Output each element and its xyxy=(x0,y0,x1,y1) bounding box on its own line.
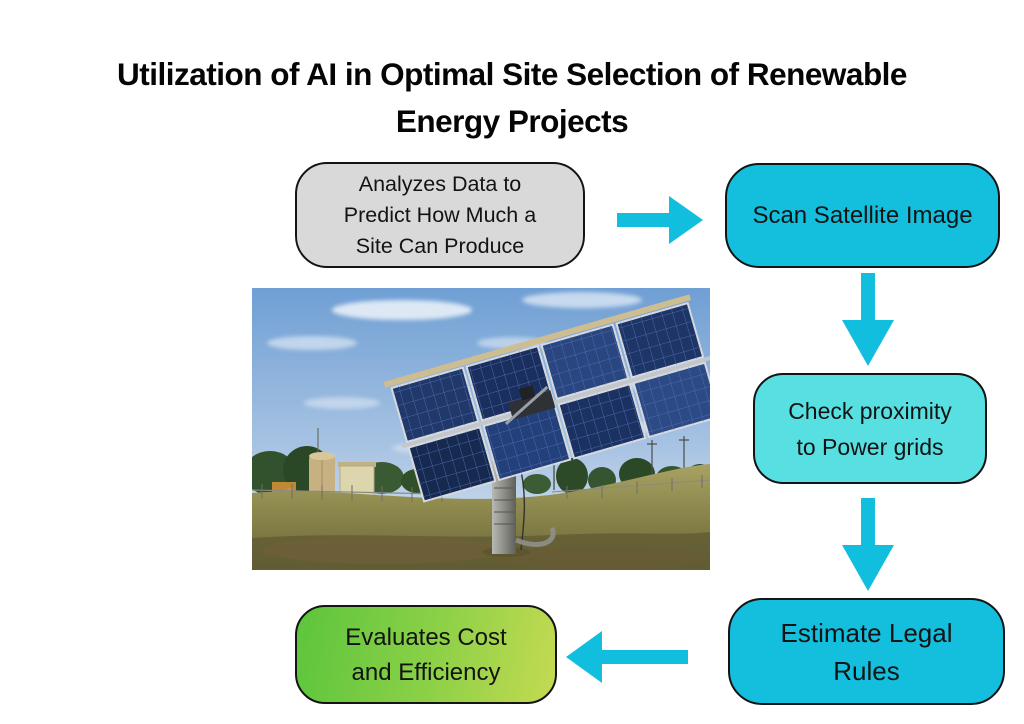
arrow-right-head xyxy=(669,196,703,244)
page-title: Utilization of AI in Optimal Site Select… xyxy=(0,51,1024,145)
arrow-down-icon-1 xyxy=(842,273,894,366)
node-estimate-legal-rules-line-2: Rules xyxy=(833,655,900,686)
arrow-down-1-head xyxy=(842,320,894,366)
photo-field xyxy=(252,464,710,570)
arrow-down-2-shaft xyxy=(861,498,875,547)
node-scan-satellite-image: Scan Satellite Image xyxy=(725,163,1000,268)
node-check-proximity: Check proximity to Power grids xyxy=(753,373,987,484)
node-scan-satellite-image-label: Scan Satellite Image xyxy=(752,201,973,229)
node-estimate-legal-rules-line-1: Estimate Legal xyxy=(780,617,953,648)
arrow-down-2-head xyxy=(842,545,894,591)
solar-panel-photo xyxy=(252,288,710,570)
arrow-down-icon-2 xyxy=(842,498,894,591)
arrow-down-1-shaft xyxy=(861,273,875,322)
arrow-left-shaft xyxy=(600,650,688,664)
node-estimate-legal-rules: Estimate Legal Rules xyxy=(728,598,1005,705)
node-evaluates-cost-line-1: Evaluates Cost xyxy=(345,623,507,651)
page-title-line-1: Utilization of AI in Optimal Site Select… xyxy=(117,56,907,93)
node-analyzes-data-line-1: Analyzes Data to xyxy=(358,171,522,196)
node-analyzes-data: Analyzes Data to Predict How Much a Site… xyxy=(295,162,585,268)
photo-building-and-tank xyxy=(272,428,689,497)
node-analyzes-data-line-2: Predict How Much a xyxy=(343,202,537,227)
arrow-left-head xyxy=(566,631,602,683)
arrow-right-icon xyxy=(617,196,703,244)
arrow-left-icon xyxy=(566,631,688,683)
node-check-proximity-line-2: to Power grids xyxy=(796,433,944,460)
page-title-line-2: Energy Projects xyxy=(395,103,629,140)
node-check-proximity-line-1: Check proximity xyxy=(788,397,952,424)
node-analyzes-data-line-3: Site Can Produce xyxy=(355,233,525,258)
arrow-right-shaft xyxy=(617,213,671,227)
node-evaluates-cost-line-2: and Efficiency xyxy=(351,658,501,686)
photo-panel-array xyxy=(383,294,710,503)
node-evaluates-cost: Evaluates Cost and Efficiency xyxy=(295,605,557,704)
